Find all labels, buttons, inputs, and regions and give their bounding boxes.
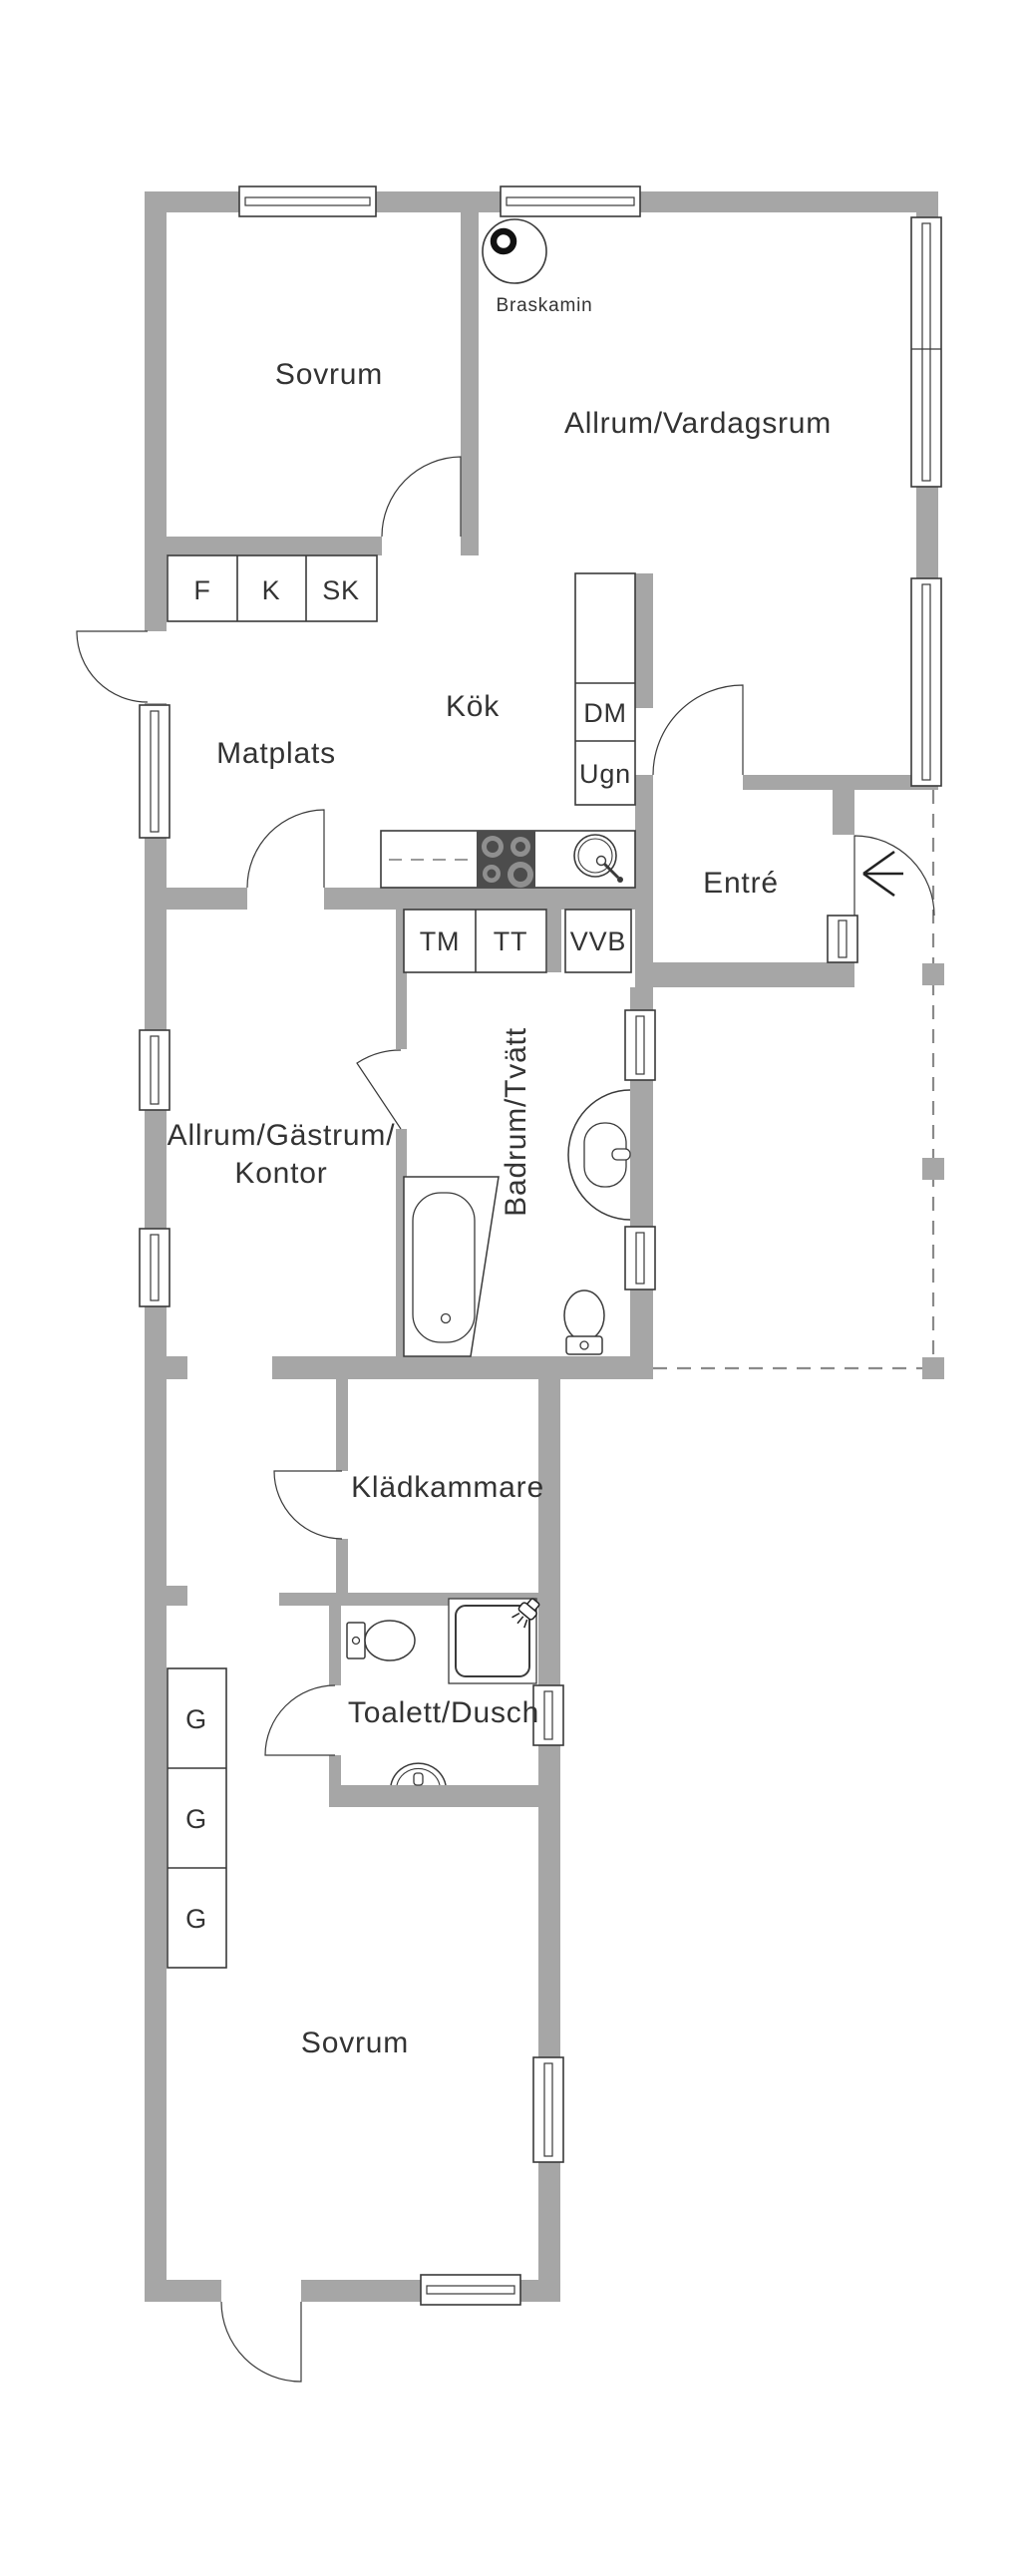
porch-post <box>922 1158 944 1180</box>
entrance-arrow-icon <box>862 850 903 898</box>
kitchen-tall-cabinets <box>574 572 636 806</box>
room-label-sovrum-2: Sovrum <box>301 2026 409 2059</box>
windows <box>139 185 942 2306</box>
cabinets <box>167 554 636 1969</box>
window-icon <box>910 216 942 488</box>
cabinet-label-f: F <box>193 575 210 605</box>
door-arc-icon <box>264 1684 336 1756</box>
window-icon <box>532 2056 564 2163</box>
shower-icon <box>448 1598 540 1684</box>
window-icon <box>624 1009 656 1081</box>
porch-dashed-boundary <box>653 790 944 1379</box>
washbasin-icon <box>390 1762 447 1786</box>
stove-icon <box>477 831 535 888</box>
cabinet-label-ugn: Ugn <box>579 759 631 789</box>
fixtures <box>346 218 903 1786</box>
washbasin-icon <box>567 1089 631 1221</box>
window-icon <box>139 1228 170 1307</box>
window-icon <box>238 185 377 217</box>
door-arc-icon <box>273 1470 343 1540</box>
cabinet-label-sk: SK <box>322 575 360 605</box>
porch-post <box>922 1357 944 1379</box>
cabinet-label-vvb: VVB <box>570 926 626 956</box>
kitchen-sink-icon <box>573 834 623 883</box>
cabinet-label-k: K <box>262 575 281 605</box>
window-icon <box>139 1029 170 1111</box>
room-label-badrum-tvatt: Badrum/Tvätt <box>500 1027 532 1217</box>
wardrobe-g-column <box>167 1667 227 1969</box>
window-icon <box>500 185 641 217</box>
window-icon <box>420 2274 521 2306</box>
porch-post <box>922 963 944 985</box>
window-icon <box>624 1226 656 1290</box>
bathtub-icon <box>403 1176 500 1357</box>
cabinet-label-tm: TM <box>420 926 461 956</box>
window-icon <box>910 577 942 787</box>
toilet-icon <box>346 1620 416 1661</box>
door-arc-icon <box>853 835 935 917</box>
door-arc-icon <box>652 684 744 776</box>
room-label-kladkammare: Klädkammare <box>351 1471 544 1504</box>
room-label-allrum-vardagsrum: Allrum/Vardagsrum <box>564 407 832 440</box>
room-label-entre: Entré <box>703 867 779 900</box>
room-label-toalett-dusch: Toalett/Dusch <box>348 1696 539 1729</box>
doors <box>76 456 935 2383</box>
laundry-tm-tt <box>403 909 547 973</box>
door-arc-icon <box>76 630 149 703</box>
door-arc-icon <box>246 809 325 889</box>
annotation-braskamin: Braskamin <box>497 295 593 316</box>
room-label-matplats: Matplats <box>216 737 336 770</box>
braskamin-icon <box>482 218 547 284</box>
shower-head-icon <box>511 1598 540 1629</box>
labels: Sovrum Allrum/Vardagsrum Braskamin Kök M… <box>168 295 832 2059</box>
toilet-icon <box>563 1289 605 1355</box>
cabinet-label-g2: G <box>185 1804 207 1834</box>
window-icon <box>827 915 858 963</box>
door-arc-icon <box>356 1049 402 1130</box>
window-icon <box>139 704 170 839</box>
water-heater-vvb <box>564 909 632 973</box>
door-arc-icon <box>381 456 462 538</box>
walls <box>145 191 938 2302</box>
cabinet-label-g3: G <box>185 1904 207 1934</box>
cabinet-label-tt: TT <box>494 926 528 956</box>
window-icon <box>532 1684 564 1746</box>
closet-f-k-sk <box>167 554 378 622</box>
door-arc-icon <box>220 2301 302 2383</box>
room-label-kok: Kök <box>446 690 500 723</box>
room-label-allrum-gastrum-line1: Allrum/Gästrum/ <box>168 1119 396 1152</box>
cabinet-label-dm: DM <box>583 698 627 728</box>
room-label-allrum-gastrum-line2: Kontor <box>234 1157 327 1190</box>
cabinet-label-g1: G <box>185 1704 207 1734</box>
room-label-sovrum-1: Sovrum <box>275 358 383 391</box>
